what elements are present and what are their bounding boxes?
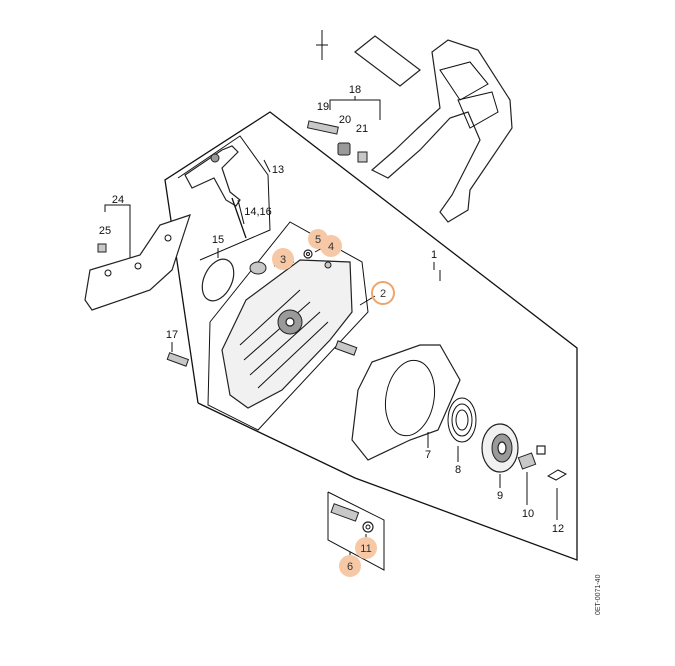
callout-25: 25 (99, 225, 111, 237)
t-handle-tool (184, 145, 241, 207)
gasket-15 (201, 258, 235, 302)
callout-highlight (272, 248, 294, 270)
assembly-frame (164, 111, 578, 561)
callout-4: 4 (328, 241, 334, 253)
callout-5: 5 (315, 234, 321, 246)
gasket-group (201, 248, 235, 302)
callout-21: 21 (356, 123, 368, 135)
screw-5 (324, 261, 332, 269)
callout-10: 10 (522, 508, 534, 520)
bracket-group (84, 204, 191, 311)
front-handle-group (306, 30, 513, 223)
callout-8: 8 (455, 464, 461, 476)
washer-4 (303, 249, 313, 259)
tool-group (177, 135, 271, 261)
nut-21 (357, 151, 368, 163)
reference-code: 0ET-0071-40 (595, 574, 602, 615)
callout-1: 1 (431, 249, 437, 261)
plug-3 (249, 261, 267, 275)
callout-9: 9 (497, 490, 503, 502)
callout-6: 6 (347, 561, 353, 573)
washer-11 (362, 521, 374, 533)
callout-11: 11 (360, 543, 371, 555)
callout-labels: 1 2 3 4 5 6 7 8 9 10 11 12 13 14,16 15 1… (99, 84, 564, 573)
callout-3: 3 (280, 254, 286, 266)
callout-13: 13 (272, 164, 284, 176)
spring-clip-12 (546, 469, 568, 481)
rope-rotor-group (481, 423, 519, 488)
callout-highlight (355, 537, 377, 559)
bracket (84, 214, 191, 311)
sprocket-cover-group (207, 221, 369, 431)
callout-highlight (308, 229, 328, 249)
callout-15: 15 (212, 234, 224, 246)
screw-19 (306, 120, 339, 135)
callout-12: 12 (552, 523, 564, 535)
callout-17: 17 (166, 329, 178, 341)
bolt-6 (330, 503, 360, 522)
callout-20: 20 (339, 114, 351, 126)
callout-19: 19 (317, 101, 329, 113)
callout-14-16: 14,16 (244, 206, 272, 218)
callout-18: 18 (349, 84, 361, 96)
sleeve-20 (337, 142, 351, 156)
callout-2: 2 (380, 288, 386, 300)
callout-24: 24 (112, 194, 124, 206)
highlight-ring (371, 281, 395, 305)
callout-highlights (272, 229, 395, 577)
spring-group (447, 397, 477, 462)
screw-17 (166, 352, 190, 367)
screw-25 (97, 243, 107, 253)
front-handle (370, 39, 513, 223)
callout-highlight (339, 555, 361, 577)
fan-housing-group (351, 344, 461, 461)
pawl-group (517, 445, 568, 520)
screw-17-group (166, 342, 190, 367)
callout-7: 7 (425, 449, 431, 461)
fan-housing-7 (351, 344, 461, 461)
